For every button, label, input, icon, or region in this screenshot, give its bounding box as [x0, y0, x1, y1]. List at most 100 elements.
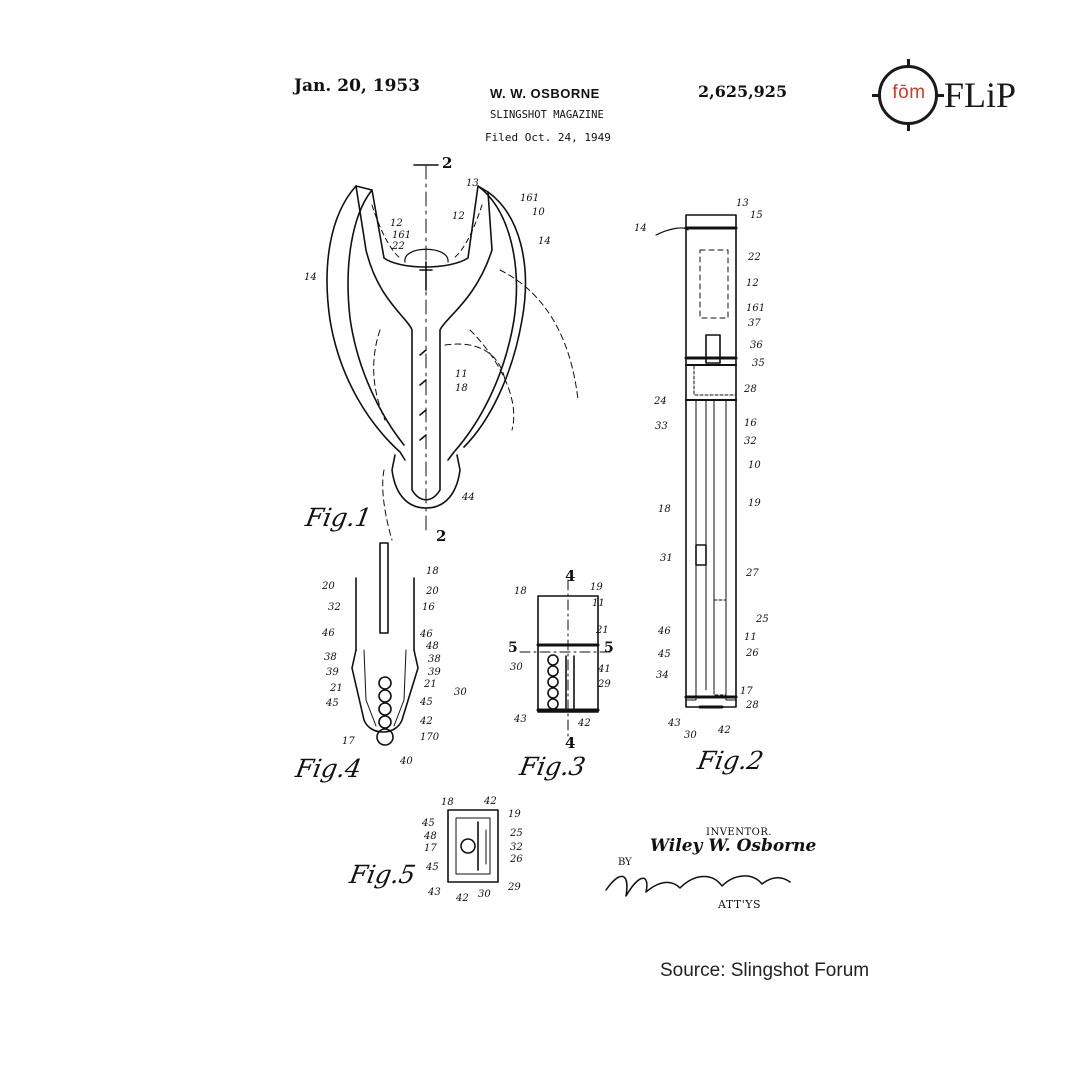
svg-text:39: 39 — [326, 667, 339, 678]
svg-text:19: 19 — [590, 582, 603, 593]
svg-text:43: 43 — [513, 714, 527, 725]
svg-text:48: 48 — [425, 641, 439, 652]
svg-text:29: 29 — [597, 679, 611, 690]
logo-mark: fōm — [892, 82, 926, 103]
svg-text:11: 11 — [455, 369, 468, 380]
svg-text:18: 18 — [514, 586, 527, 597]
svg-text:21: 21 — [329, 683, 343, 694]
svg-text:5: 5 — [508, 640, 518, 656]
svg-text:161: 161 — [746, 303, 765, 314]
svg-text:42: 42 — [577, 718, 591, 729]
svg-text:13: 13 — [466, 178, 479, 189]
patent-filed-date: Filed Oct. 24, 1949 — [485, 131, 611, 144]
logo-crosshair-top — [907, 59, 910, 68]
svg-text:20: 20 — [321, 581, 335, 592]
svg-text:170: 170 — [420, 732, 440, 743]
svg-text:15: 15 — [750, 210, 763, 221]
svg-text:24: 24 — [653, 396, 667, 407]
svg-text:35: 35 — [752, 358, 765, 369]
inventor-signature: Wiley W. Osborne — [650, 836, 817, 856]
svg-text:28: 28 — [743, 384, 757, 395]
svg-text:17: 17 — [342, 736, 355, 747]
fig2-label: Fig.2 — [695, 746, 766, 775]
svg-text:32: 32 — [328, 602, 341, 613]
svg-text:32: 32 — [510, 842, 523, 853]
by-label: BY — [618, 857, 632, 868]
svg-text:45: 45 — [421, 818, 435, 829]
svg-text:161: 161 — [392, 230, 411, 241]
logo-wordmark: FLiP — [944, 75, 1017, 115]
fomflip-logo: fōm FLiP — [872, 59, 1028, 131]
svg-text:34: 34 — [656, 670, 669, 681]
svg-text:5: 5 — [604, 640, 614, 656]
svg-text:17: 17 — [424, 843, 437, 854]
svg-text:2: 2 — [436, 527, 446, 545]
svg-text:46: 46 — [419, 629, 433, 640]
svg-text:36: 36 — [750, 340, 763, 351]
svg-text:38: 38 — [324, 652, 337, 663]
svg-text:25: 25 — [509, 828, 523, 839]
svg-text:45: 45 — [425, 862, 439, 873]
svg-text:26: 26 — [509, 854, 523, 865]
svg-text:43: 43 — [427, 887, 441, 898]
attys-label: ATT'YS — [718, 898, 762, 911]
svg-text:48: 48 — [423, 831, 437, 842]
logo-crosshair-left — [872, 94, 881, 97]
svg-text:42: 42 — [455, 893, 469, 904]
svg-text:32: 32 — [744, 436, 757, 447]
svg-text:41: 41 — [597, 664, 611, 675]
svg-text:12: 12 — [390, 218, 403, 229]
svg-text:14: 14 — [304, 272, 317, 283]
svg-text:12: 12 — [746, 278, 759, 289]
svg-text:45: 45 — [419, 697, 433, 708]
svg-text:21: 21 — [595, 625, 609, 636]
svg-text:30: 30 — [510, 662, 523, 673]
svg-text:18: 18 — [455, 383, 468, 394]
svg-text:19: 19 — [748, 498, 761, 509]
svg-text:26: 26 — [745, 648, 759, 659]
source-credit: Source: Slingshot Forum — [660, 960, 870, 981]
svg-text:2: 2 — [442, 154, 452, 172]
fig1-slingshot-drawing — [326, 164, 579, 541]
fig3-magazine-drawing — [519, 579, 615, 741]
svg-text:25: 25 — [755, 614, 769, 625]
patent-number: 2,625,925 — [698, 82, 788, 101]
inventor-caption: INVENTOR. — [706, 827, 773, 838]
svg-text:13: 13 — [736, 198, 749, 209]
svg-text:11: 11 — [592, 598, 605, 609]
svg-text:45: 45 — [325, 698, 339, 709]
svg-text:4: 4 — [565, 734, 575, 752]
svg-text:30: 30 — [454, 687, 467, 698]
svg-text:10: 10 — [532, 207, 545, 218]
svg-text:4: 4 — [565, 567, 575, 585]
fig1-label: Fig.1 — [303, 503, 374, 532]
svg-text:37: 37 — [748, 318, 761, 329]
svg-text:27: 27 — [745, 568, 759, 579]
svg-text:44: 44 — [461, 492, 475, 503]
svg-text:43: 43 — [667, 718, 681, 729]
svg-text:30: 30 — [478, 889, 491, 900]
svg-text:39: 39 — [428, 667, 441, 678]
svg-text:42: 42 — [483, 796, 497, 807]
patent-title: SLINGSHOT MAGAZINE — [490, 109, 604, 121]
svg-text:12: 12 — [452, 211, 465, 222]
fig5-cross-section-drawing — [447, 809, 499, 883]
svg-text:45: 45 — [657, 649, 671, 660]
fig3-label: Fig.3 — [517, 752, 588, 781]
svg-text:17: 17 — [740, 686, 753, 697]
svg-text:46: 46 — [321, 628, 335, 639]
svg-text:22: 22 — [747, 252, 761, 263]
svg-text:31: 31 — [660, 553, 673, 564]
svg-text:46: 46 — [657, 626, 671, 637]
svg-text:42: 42 — [717, 725, 731, 736]
svg-text:161: 161 — [520, 193, 539, 204]
svg-text:38: 38 — [428, 654, 441, 665]
svg-text:30: 30 — [684, 730, 697, 741]
logo-crosshair-right — [935, 94, 944, 97]
svg-text:18: 18 — [441, 797, 454, 808]
svg-text:20: 20 — [425, 586, 439, 597]
patent-date: Jan. 20, 1953 — [294, 76, 421, 96]
svg-text:29: 29 — [507, 882, 521, 893]
svg-text:11: 11 — [744, 632, 757, 643]
